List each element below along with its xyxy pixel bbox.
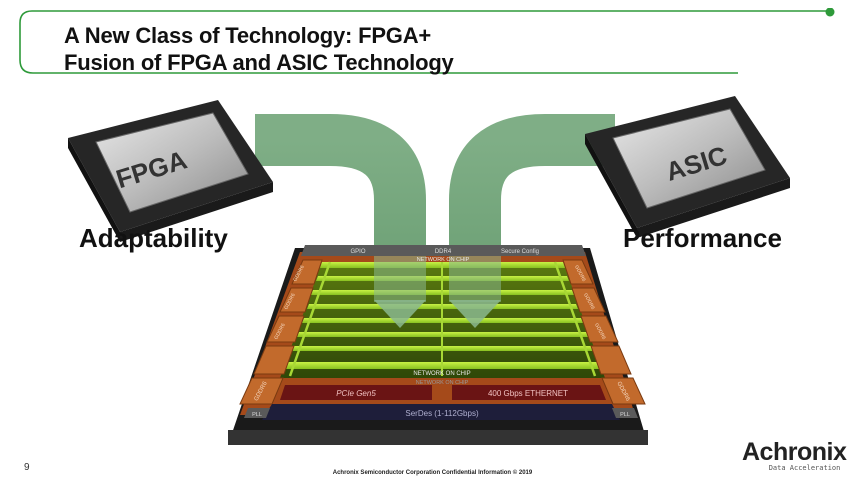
title-accent-dot [825, 8, 835, 17]
die-top-right: Secure Config [501, 249, 539, 255]
page-number: 9 [24, 462, 30, 473]
title-line-2: Fusion of FPGA and ASIC Technology [64, 50, 454, 75]
die-serdes: SerDes (1-112Gbps) [405, 409, 479, 418]
die-ethernet: 400 Gbps ETHERNET [488, 389, 568, 398]
title-frame: A New Class of Technology: FPGA+ Fusion … [18, 8, 838, 76]
die-pll-right: PLL [620, 412, 630, 418]
brand-tagline: Data Acceleration [768, 464, 841, 472]
die-top-left: GPIO [350, 249, 365, 255]
die-pcie: PCIe Gen5 [336, 389, 376, 398]
right-memory-blocks: GDDR6 GDDR6 GDDR6 GDDR6 [562, 259, 646, 405]
title-frame-lines [19, 8, 835, 74]
die-noc-bottom-2: NETWORK ON CHIP [416, 380, 469, 386]
brand-logo: Achronix Data Acceleration [742, 438, 847, 472]
brand-name: Achronix [742, 438, 847, 466]
die-top-center: DDR4 [435, 249, 452, 255]
confidential-notice: Achronix Semiconductor Corporation Confi… [332, 470, 533, 476]
page-title: A New Class of Technology: FPGA+ Fusion … [64, 22, 454, 76]
title-line-1: A New Class of Technology: FPGA+ [64, 23, 432, 48]
die-noc-top: NETWORK ON CHIP [417, 257, 470, 263]
fpga-chip: FPGA [68, 100, 273, 242]
die-illustration: GPIO DDR4 Secure Config NETWORK ON CHIP … [228, 245, 648, 445]
left-memory-blocks: GDDR6 GDDR6 GDDR6 GDDR6 [239, 259, 323, 405]
adaptability-label: Adaptability [79, 223, 228, 253]
die-pll-left: PLL [252, 412, 262, 418]
asic-chip: ASIC [585, 96, 790, 238]
left-pipe [255, 114, 426, 300]
performance-label: Performance [623, 223, 782, 253]
die-noc-bottom: NETWORK ON CHIP [413, 371, 470, 377]
right-pipe [449, 114, 615, 300]
